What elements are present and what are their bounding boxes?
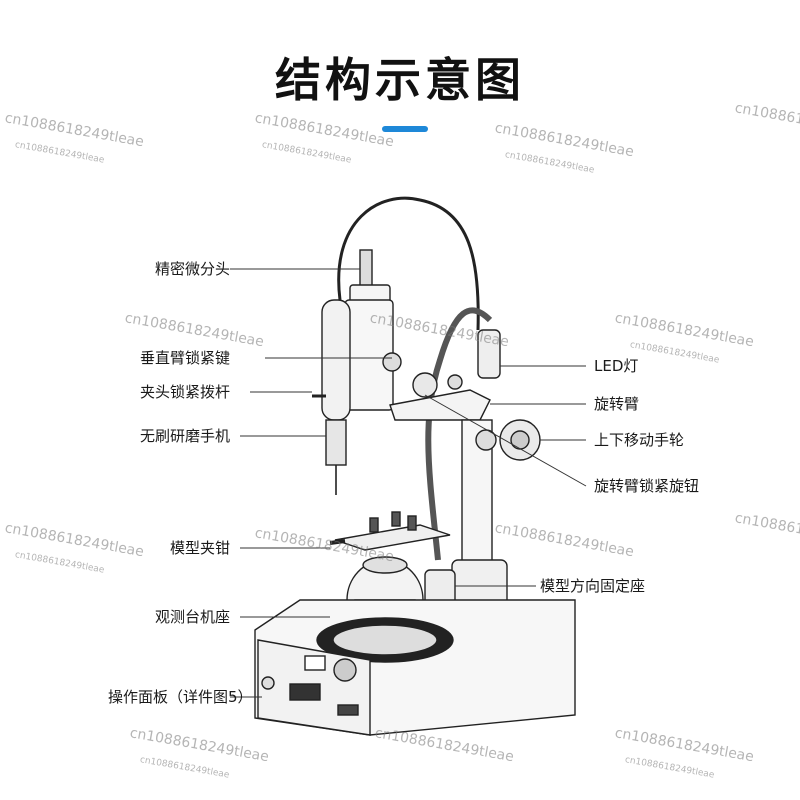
label-grinder: 无刷研磨手机 (140, 427, 231, 445)
label-vertical-arm-lock: 垂直臂锁紧键 (140, 349, 231, 367)
label-rotating-arm: 旋转臂 (594, 395, 640, 413)
label-chuck-lever: 夹头锁紧拨杆 (140, 383, 231, 401)
flex-cable (337, 196, 480, 331)
label-arm-lock-knob: 旋转臂锁紧旋钮 (594, 477, 700, 495)
label-led: LED灯 (594, 357, 639, 375)
label-base: 观测台机座 (155, 608, 231, 626)
label-model-clamp: 模型夹钳 (170, 539, 231, 557)
model-clamp (334, 524, 451, 551)
label-micrometer: 精密微分头 (155, 260, 231, 278)
label-panel: 操作面板（详件图5） (108, 688, 253, 706)
micrometer (359, 249, 373, 289)
title-underline (382, 126, 428, 132)
display (289, 683, 321, 701)
led-lamp (477, 329, 501, 379)
page-title: 结构示意图 (275, 53, 525, 107)
label-model-seat: 模型方向固定座 (540, 577, 646, 595)
rotating-arm (389, 389, 491, 421)
label-hand-wheel: 上下移动手轮 (594, 431, 685, 449)
handpiece-body (321, 299, 351, 421)
